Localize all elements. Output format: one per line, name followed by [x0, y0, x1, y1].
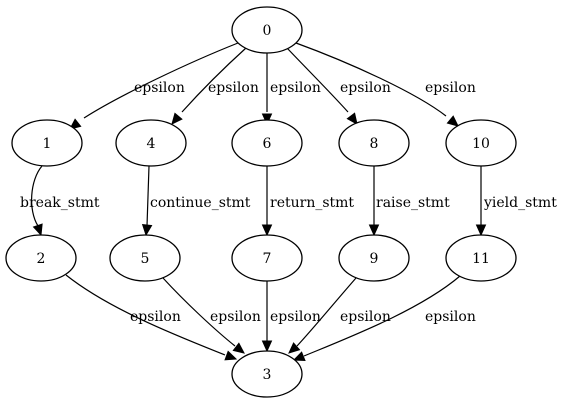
node-label: 10 — [472, 136, 490, 152]
arrowhead-icon — [141, 223, 153, 237]
arrowhead-icon — [261, 113, 273, 126]
node-ellipse — [231, 6, 303, 54]
arrowhead-icon — [261, 340, 273, 353]
node-label: 5 — [141, 251, 150, 267]
edge-label: raise_stmt — [376, 195, 450, 211]
node-11: 11 — [445, 234, 517, 282]
node-label: 6 — [263, 136, 272, 152]
edge-line — [162, 277, 236, 347]
edge-1-2: break_stmt — [20, 165, 100, 237]
edge-10-11: yield_stmt — [475, 166, 557, 237]
edge-label: epsilon — [134, 80, 185, 96]
node-7: 7 — [231, 234, 303, 282]
edge-label: epsilon — [208, 80, 259, 96]
edge-label: epsilon — [210, 309, 261, 325]
node-0: 0 — [231, 6, 303, 54]
node-ellipse — [231, 350, 303, 398]
arrowhead-icon — [224, 350, 238, 361]
node-10: 10 — [445, 119, 517, 167]
edge-8-9: raise_stmt — [368, 166, 450, 237]
node-5: 5 — [109, 234, 181, 282]
edge-line — [65, 274, 226, 356]
edge-line — [83, 42, 239, 119]
node-6: 6 — [231, 119, 303, 167]
node-ellipse — [109, 234, 181, 282]
edge-line — [296, 277, 357, 347]
nodes-layer: 0 1 4 6 8 10 2 5 7 9 11 3 — [5, 6, 517, 398]
edge-label: epsilon — [270, 80, 321, 96]
arrowhead-icon — [368, 224, 380, 237]
arrowhead-icon — [475, 224, 487, 237]
edge-label: epsilon — [425, 80, 476, 96]
node-4: 4 — [115, 119, 187, 167]
arrowhead-icon — [32, 223, 43, 237]
node-label: 11 — [472, 251, 490, 267]
edge-0-4: epsilon — [171, 47, 259, 125]
edge-label: epsilon — [270, 309, 321, 325]
node-label: 3 — [263, 367, 272, 383]
edge-9-3: epsilon — [288, 277, 391, 354]
edge-0-10: epsilon — [295, 42, 476, 127]
edge-label: epsilon — [340, 80, 391, 96]
node-label: 8 — [370, 136, 379, 152]
edges-layer: epsilon epsilon epsilon epsilon epsilon break… — [20, 42, 557, 361]
edge-line — [286, 47, 349, 113]
node-ellipse — [445, 234, 517, 282]
edge-label: continue_stmt — [150, 195, 251, 211]
arrowhead-icon — [346, 112, 358, 125]
edge-label: epsilon — [340, 309, 391, 325]
edge-label: yield_stmt — [483, 195, 557, 211]
node-label: 7 — [263, 251, 272, 267]
edge-0-8: epsilon — [286, 47, 391, 125]
edge-7-3: epsilon — [261, 281, 321, 353]
node-label: 4 — [147, 136, 156, 152]
edge-line — [303, 275, 461, 357]
edge-label: epsilon — [130, 309, 181, 325]
node-ellipse — [338, 119, 410, 167]
node-label: 2 — [37, 251, 46, 267]
node-label: 0 — [263, 23, 272, 39]
edge-0-1: epsilon — [69, 42, 239, 130]
edge-line — [31, 165, 43, 227]
edge-label: epsilon — [425, 309, 476, 325]
edge-label: break_stmt — [20, 195, 100, 211]
node-ellipse — [338, 234, 410, 282]
edge-line — [295, 42, 447, 117]
node-label: 1 — [43, 136, 52, 152]
edge-5-3: epsilon — [162, 277, 261, 354]
edge-line — [181, 47, 247, 113]
arrowhead-icon — [292, 351, 306, 361]
arrowhead-icon — [288, 342, 301, 354]
edge-2-3: epsilon — [65, 274, 238, 361]
node-label: 9 — [370, 251, 379, 267]
node-ellipse — [115, 119, 187, 167]
edge-0-6: epsilon — [261, 53, 321, 126]
arrowhead-icon — [171, 112, 183, 125]
node-ellipse — [231, 234, 303, 282]
node-ellipse — [231, 119, 303, 167]
edge-line — [146, 165, 150, 227]
node-3: 3 — [231, 350, 303, 398]
arrowhead-icon — [232, 342, 245, 354]
node-ellipse — [11, 119, 83, 167]
edge-label: return_stmt — [270, 195, 354, 211]
arrowhead-icon — [446, 115, 459, 127]
edge-11-3: epsilon — [292, 275, 476, 361]
node-ellipse — [5, 234, 77, 282]
edge-6-7: return_stmt — [261, 166, 354, 237]
node-ellipse — [445, 119, 517, 167]
edge-4-5: continue_stmt — [141, 165, 251, 237]
arrowhead-icon — [261, 224, 273, 237]
node-2: 2 — [5, 234, 77, 282]
node-8: 8 — [338, 119, 410, 167]
node-9: 9 — [338, 234, 410, 282]
node-1: 1 — [11, 119, 83, 167]
